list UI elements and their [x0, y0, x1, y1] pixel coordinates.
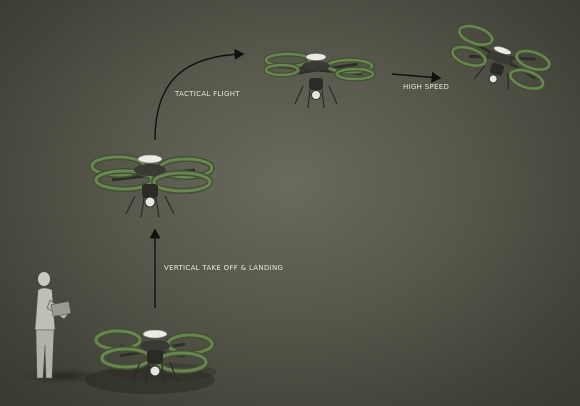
label-tactical-flight: TACTICAL FLIGHT [175, 90, 240, 98]
arrow-tactical-flight [154, 48, 245, 141]
operator-figure [34, 272, 72, 379]
label-high-speed: HIGH SPEED [403, 83, 450, 91]
label-vertical-takeoff-landing: VERTICAL TAKE OFF & LANDING [164, 264, 284, 272]
drone-takeoff [85, 328, 217, 394]
drone-vertical-climb [89, 154, 215, 218]
drone-high-speed [450, 23, 552, 92]
drone-tactical-flight [263, 51, 376, 109]
arrow-high-speed [391, 71, 442, 83]
